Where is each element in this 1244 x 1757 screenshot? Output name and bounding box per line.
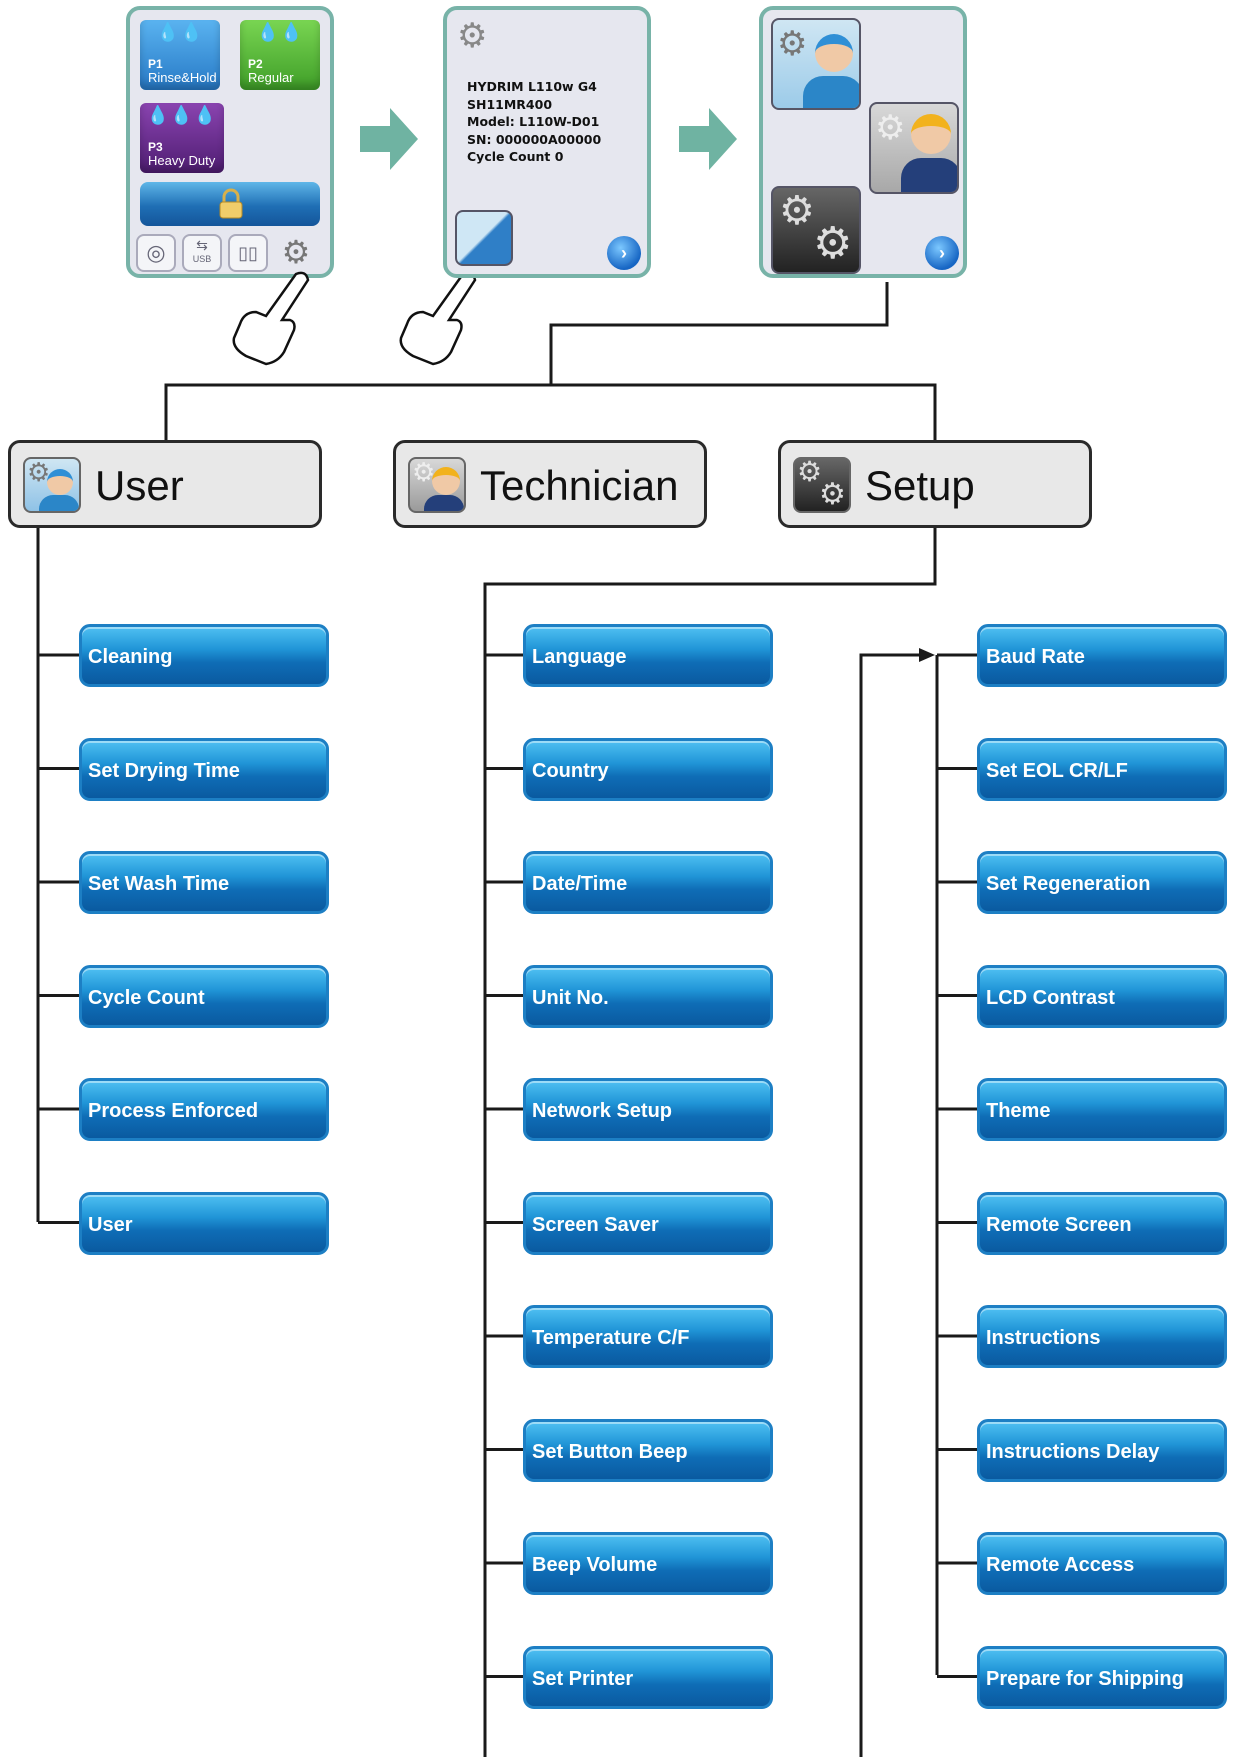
setup-menu-button[interactable]: Baud Rate [977, 624, 1227, 687]
setup-menu-button[interactable]: Remote Access [977, 1532, 1227, 1595]
user-menu-label: Process Enforced [88, 1100, 259, 1122]
part-number: SH11MR400 [467, 96, 553, 112]
setup-menu-label: Instructions Delay [986, 1440, 1160, 1463]
setup-menu-button[interactable]: Instructions Delay [977, 1418, 1227, 1482]
user-menu-button[interactable]: Cycle Count [79, 964, 329, 1028]
setup-menu-button[interactable]: Remote Screen [977, 1191, 1227, 1255]
user-menu-label: Set Drying Time [88, 759, 240, 782]
chemicals-icon[interactable]: ▯▯ [228, 234, 268, 272]
user-menu-button[interactable]: Set Wash Time [79, 851, 329, 914]
setup-menu-button[interactable]: Prepare for Shipping [977, 1645, 1227, 1709]
technician-menu-label: Date/Time [532, 873, 628, 895]
next-button[interactable]: › [925, 236, 959, 270]
settings-gear-icon[interactable]: ⚙ [281, 234, 311, 270]
technician-menu-label: Language [532, 646, 627, 668]
info-screen: ⚙ HYDRIM L110w G4 SH11MR400 Model: L110W… [443, 6, 651, 278]
setup-gears-icon: ⚙ ⚙ [793, 457, 851, 513]
setup-menu-button[interactable]: LCD Contrast [977, 964, 1227, 1028]
technician-role-label: Technician [480, 462, 679, 509]
setup-menu-label: Instructions [986, 1327, 1101, 1349]
role-select-screen: ⚙ ⚙ ⚙ ⚙ › [759, 6, 967, 278]
technician-menu-button[interactable]: Set Printer [523, 1645, 773, 1709]
technician-avatar-icon: ⚙ [408, 457, 466, 513]
info-gear-icon: ⚙ [457, 17, 488, 55]
technician-menu-button[interactable]: Country [523, 737, 773, 801]
technician-menu-button[interactable]: Unit No. [523, 964, 773, 1028]
user-role-box[interactable]: ⚙ User [8, 440, 322, 528]
technician-menu-button[interactable]: Screen Saver [523, 1191, 773, 1255]
technician-menu-label: Beep Volume [532, 1554, 658, 1576]
technician-menu-label: Unit No. [532, 986, 609, 1009]
technician-role-box[interactable]: ⚙ Technician [393, 440, 707, 528]
setup-menu-label: LCD Contrast [986, 986, 1115, 1009]
technician-menu-label: Network Setup [532, 1100, 673, 1122]
user-role-button[interactable]: ⚙ [771, 18, 861, 110]
setup-menu-button[interactable]: Instructions [977, 1305, 1227, 1368]
setup-menu-label: Set Regeneration [986, 873, 1151, 895]
setup-menu-label: Theme [986, 1100, 1051, 1122]
technician-menu-button[interactable]: Date/Time [523, 851, 773, 914]
user-menu-button[interactable]: Set Drying Time [79, 737, 329, 801]
padlock-icon [219, 188, 243, 219]
technician-menu-button[interactable]: Beep Volume [523, 1532, 773, 1595]
lock-button[interactable] [140, 182, 320, 226]
technician-menu-label: Screen Saver [532, 1213, 659, 1236]
status-check-icon[interactable]: ◎ [136, 234, 176, 272]
setup-menu-label: Remote Screen [986, 1213, 1132, 1236]
setup-menu-label: Prepare for Shipping [986, 1667, 1184, 1690]
user-avatar-icon: ⚙ [23, 457, 81, 513]
usb-icon[interactable]: ⇆USB [182, 234, 222, 272]
hand-pointer-icon [232, 271, 310, 366]
hand-pointer-icon [399, 271, 477, 366]
next-button[interactable]: › [607, 236, 641, 270]
flow-arrow-icon [360, 108, 418, 170]
setup-menu-label: Remote Access [986, 1554, 1135, 1576]
cycle-count: Cycle Count 0 [467, 149, 564, 164]
technician-menu-label: Set Button Beep [532, 1440, 688, 1463]
technician-menu-label: Country [532, 759, 609, 782]
user-menu-label: Cleaning [88, 646, 173, 668]
user-menu-button[interactable]: User [79, 1191, 329, 1255]
technician-menu-label: Temperature C/F [532, 1327, 690, 1349]
user-role-label: User [95, 462, 184, 509]
technician-role-button[interactable]: ⚙ [869, 102, 959, 194]
setup-role-box[interactable]: ⚙ ⚙ Setup [778, 440, 1092, 528]
setup-menu-button[interactable]: Set Regeneration [977, 851, 1227, 914]
model-name: HYDRIM L110w G4 [467, 79, 597, 94]
setup-menu-label: Baud Rate [986, 646, 1085, 668]
user-menu-label: Cycle Count [88, 986, 205, 1009]
setup-role-label: Setup [865, 462, 975, 509]
setup-role-button[interactable]: ⚙ ⚙ [771, 186, 861, 274]
user-menu-label: User [88, 1213, 133, 1236]
setup-menu-button[interactable]: Set EOL CR/LF [977, 737, 1227, 801]
flow-arrow-icon [679, 108, 737, 170]
technician-menu-button[interactable]: Temperature C/F [523, 1305, 773, 1368]
user-menu-button[interactable]: Cleaning [79, 624, 329, 687]
technician-menu-button[interactable]: Set Button Beep [523, 1418, 773, 1482]
user-menu-label: Set Wash Time [88, 873, 230, 895]
technician-menu-button[interactable]: Network Setup [523, 1078, 773, 1141]
model-number: Model: L110W-D01 [467, 114, 600, 129]
setup-menu-label: Set EOL CR/LF [986, 759, 1128, 782]
service-access-button[interactable] [455, 210, 513, 266]
technician-menu-label: Set Printer [532, 1667, 634, 1690]
serial-number: SN: 000000A00000 [467, 131, 602, 147]
setup-menu-button[interactable]: Theme [977, 1078, 1227, 1141]
user-menu-button[interactable]: Process Enforced [79, 1078, 329, 1141]
technician-menu-button[interactable]: Language [523, 624, 773, 687]
